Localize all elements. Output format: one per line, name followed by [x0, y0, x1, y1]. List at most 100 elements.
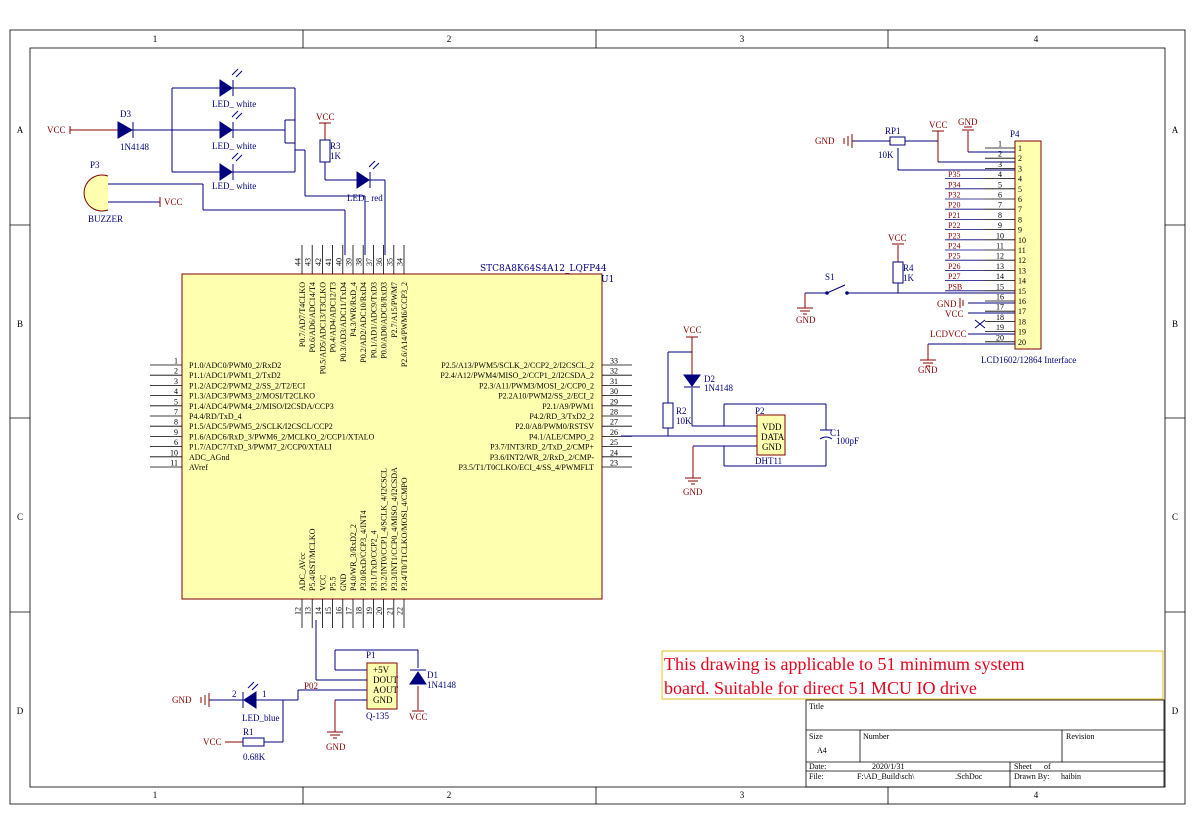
mcu-bottom-pin-number: 18	[355, 607, 364, 615]
r4-value: 1K	[903, 273, 915, 283]
led-blue-label: LED_blue	[242, 713, 280, 723]
sheet-frame	[9, 29, 1186, 805]
mcu-right-pin-name: P3.6/INT2/WR_2/RxD_2/CMP-	[490, 453, 595, 462]
mcu-bottom-pin-name: P3.4/T0/T1CLKO/MOSI_4/CMPO	[400, 477, 409, 591]
mcu-top-pin-number: 41	[324, 258, 333, 266]
tb-file-label: File:	[809, 772, 824, 781]
design-note: This drawing is applicable to 51 minimum…	[661, 650, 1164, 700]
tb-sheet-label: Sheet	[1014, 762, 1033, 771]
lcd-pin-number: 13	[996, 262, 1004, 271]
lcd-pin-label: 9	[1018, 226, 1022, 235]
d1-designator: D1	[427, 670, 438, 680]
diode-d3	[117, 121, 160, 139]
mcu-left-pin-name: P1.3/ADC3/PWM3_2/MOSI/T2CLKO	[189, 392, 315, 401]
lcd-pin-number: 5	[998, 180, 1002, 189]
vcc-label-lcd-17: VCC	[945, 309, 964, 319]
mcu-top-pin-name: P4.3/WR/RxD_4	[349, 282, 358, 337]
resistor-r1	[242, 737, 265, 747]
vcc-label-d1: VCC	[409, 712, 428, 722]
mcu-top-pin-name: P0.6/AD6/ADC14/T4	[308, 282, 317, 352]
lcd-pin-label: 12	[1018, 256, 1026, 265]
title-block	[805, 699, 1165, 788]
mcu-right-pin-number: 24	[610, 448, 618, 457]
mcu-top-pin-name: P0.0/AD0/ADC8/RxD3	[380, 282, 389, 359]
mcu-top-pin-name: P2.6/A14/PWM6/CCP3_2	[400, 282, 409, 367]
mcu-bottom-pin-name: P3.2/INT0/CCP1_4/SCLK_4/I2CSCL	[380, 468, 389, 591]
s1-designator: S1	[825, 272, 835, 282]
mcu-left-pin-number: 8	[174, 418, 178, 427]
rp1-value: 10K	[878, 150, 894, 160]
mcu-top-pin-number: 44	[294, 258, 303, 266]
lcd-pin-number: 8	[998, 211, 1002, 220]
tb-date-label: Date:	[809, 762, 826, 771]
mcu-right-pin-name: P2.0/A8/PWM0/RSTSV	[515, 422, 594, 431]
note-line-1: This drawing is applicable to 51 minimum…	[664, 654, 1024, 674]
lcdvcc-label: LCDVCC	[930, 329, 967, 339]
q135-labels: P1 +5V DOUT AOUT GND Q-135 D1 1N4148 VCC…	[172, 650, 456, 762]
d1-value: 1N4148	[427, 680, 456, 690]
mcu-bottom-pin-name: P3.3/INT1/CCP0_4/MISO_4/I2CSDA	[390, 467, 399, 591]
lcd-pin-number: 3	[998, 160, 1002, 169]
mcu-top-pins: 44P0.7/AD7/T4CLKO43P0.6/AD6/ADC14/T442P0…	[294, 245, 409, 374]
r1-designator: R1	[243, 727, 254, 737]
lcd-net-label: P21	[948, 211, 960, 220]
mcu-right-pin-number: 26	[610, 428, 618, 437]
p02-net-label: P02	[304, 681, 318, 691]
mcu-left-pin-name: P1.2/ADC2/PWM2_2/SS_2/T2/ECI	[189, 381, 306, 390]
lcd-net-label: P27	[948, 272, 960, 281]
r3-designator: R3	[330, 141, 341, 151]
zone-labels: 1 2 3 4 1 2 3 4 A B C D A B C D	[17, 34, 1179, 800]
zone-row-b-left: B	[17, 319, 23, 329]
mcu-top-pin-number: 36	[375, 258, 384, 266]
gnd-label-lcd-16: GND	[937, 299, 957, 309]
mcu-left-pin-number: 3	[174, 377, 178, 386]
q135-label: Q-135	[366, 711, 389, 721]
r3-value: 1K	[330, 151, 342, 161]
zone-row-b-right: B	[1172, 319, 1178, 329]
mcu-top-pin-name: P2.7/A15/PWM7	[390, 282, 399, 338]
lcd-pin-label: 19	[1018, 328, 1026, 337]
lcd-pin-label: 6	[1018, 195, 1022, 204]
zone-col-2-top: 2	[447, 34, 452, 44]
zone-row-d-right: D	[1172, 706, 1179, 716]
mcu-right-pin-number: 25	[610, 438, 618, 447]
lcd-pin-number: 1	[998, 140, 1002, 149]
lcd-net-label: P23	[948, 231, 960, 240]
vcc-label-d3: VCC	[47, 125, 66, 135]
mcu-bottom-pin-number: 20	[375, 607, 384, 615]
mcu-right-pin-name: P2.1/A9/PWM1	[542, 402, 594, 411]
mcu-right-pin-name: P3.5/T1/T0CLKO/ECI_4/SS_4/PWMFLT	[459, 463, 595, 472]
lcd-pin-number: 6	[998, 191, 1002, 200]
mcu-top-pin-name: P0.4/AD4/ADC12/T3	[329, 282, 338, 352]
gnd-label-q135: GND	[326, 742, 346, 752]
diode-d2	[683, 374, 701, 388]
mcu-right-pin-number: 23	[610, 459, 618, 468]
note-line-2: board. Suitable for direct 51 MCU IO dri…	[664, 678, 977, 698]
lcd-pin-number: 20	[996, 333, 1004, 342]
dht11-labels: VCC D2 1N4148 R2 10K P2 VDD DATA GND DHT…	[676, 325, 859, 497]
tb-size-label: Size	[809, 732, 823, 741]
mcu-left-pin-number: 9	[174, 428, 178, 437]
led-blue-pin1: 1	[262, 689, 267, 699]
lcd-pin-label: 2	[1018, 154, 1022, 163]
mcu-bottom-pin-number: 14	[314, 607, 323, 615]
lcd-pin-number: 4	[998, 170, 1002, 179]
tb-number-label: Number	[863, 732, 890, 741]
led-red-label: LED_ red	[347, 193, 383, 203]
mcu-right-pin-name: P3.7/INT3/RD_2/TxD_2/CMP+	[490, 443, 594, 452]
r4-designator: R4	[903, 263, 914, 273]
mcu-left-pin-name: P1.7/ADC7/TxD_3/PWM7_2/CCP0/XTALI	[189, 443, 332, 452]
mcu-left-pin-number: 4	[174, 387, 178, 396]
tb-drawn-label: Drawn By:	[1014, 772, 1049, 781]
mcu-bottom-pin-number: 21	[385, 607, 394, 615]
zone-row-c-left: C	[17, 512, 23, 522]
led-circuit-labels: VCC D3 1N4148 LED_ white LED_ white LED_…	[47, 99, 383, 224]
resistor-r2	[662, 402, 674, 429]
r2-designator: R2	[676, 406, 687, 416]
zone-row-a-right: A	[1172, 125, 1179, 135]
mcu-left-pin-name: P1.6/ADC6/RxD_3/PWM6_2/MCLKO_2/CCP1/XTAL…	[189, 432, 375, 441]
tb-date-value: 2020/1/31	[872, 762, 904, 771]
mcu-right-pin-number: 29	[610, 397, 618, 406]
